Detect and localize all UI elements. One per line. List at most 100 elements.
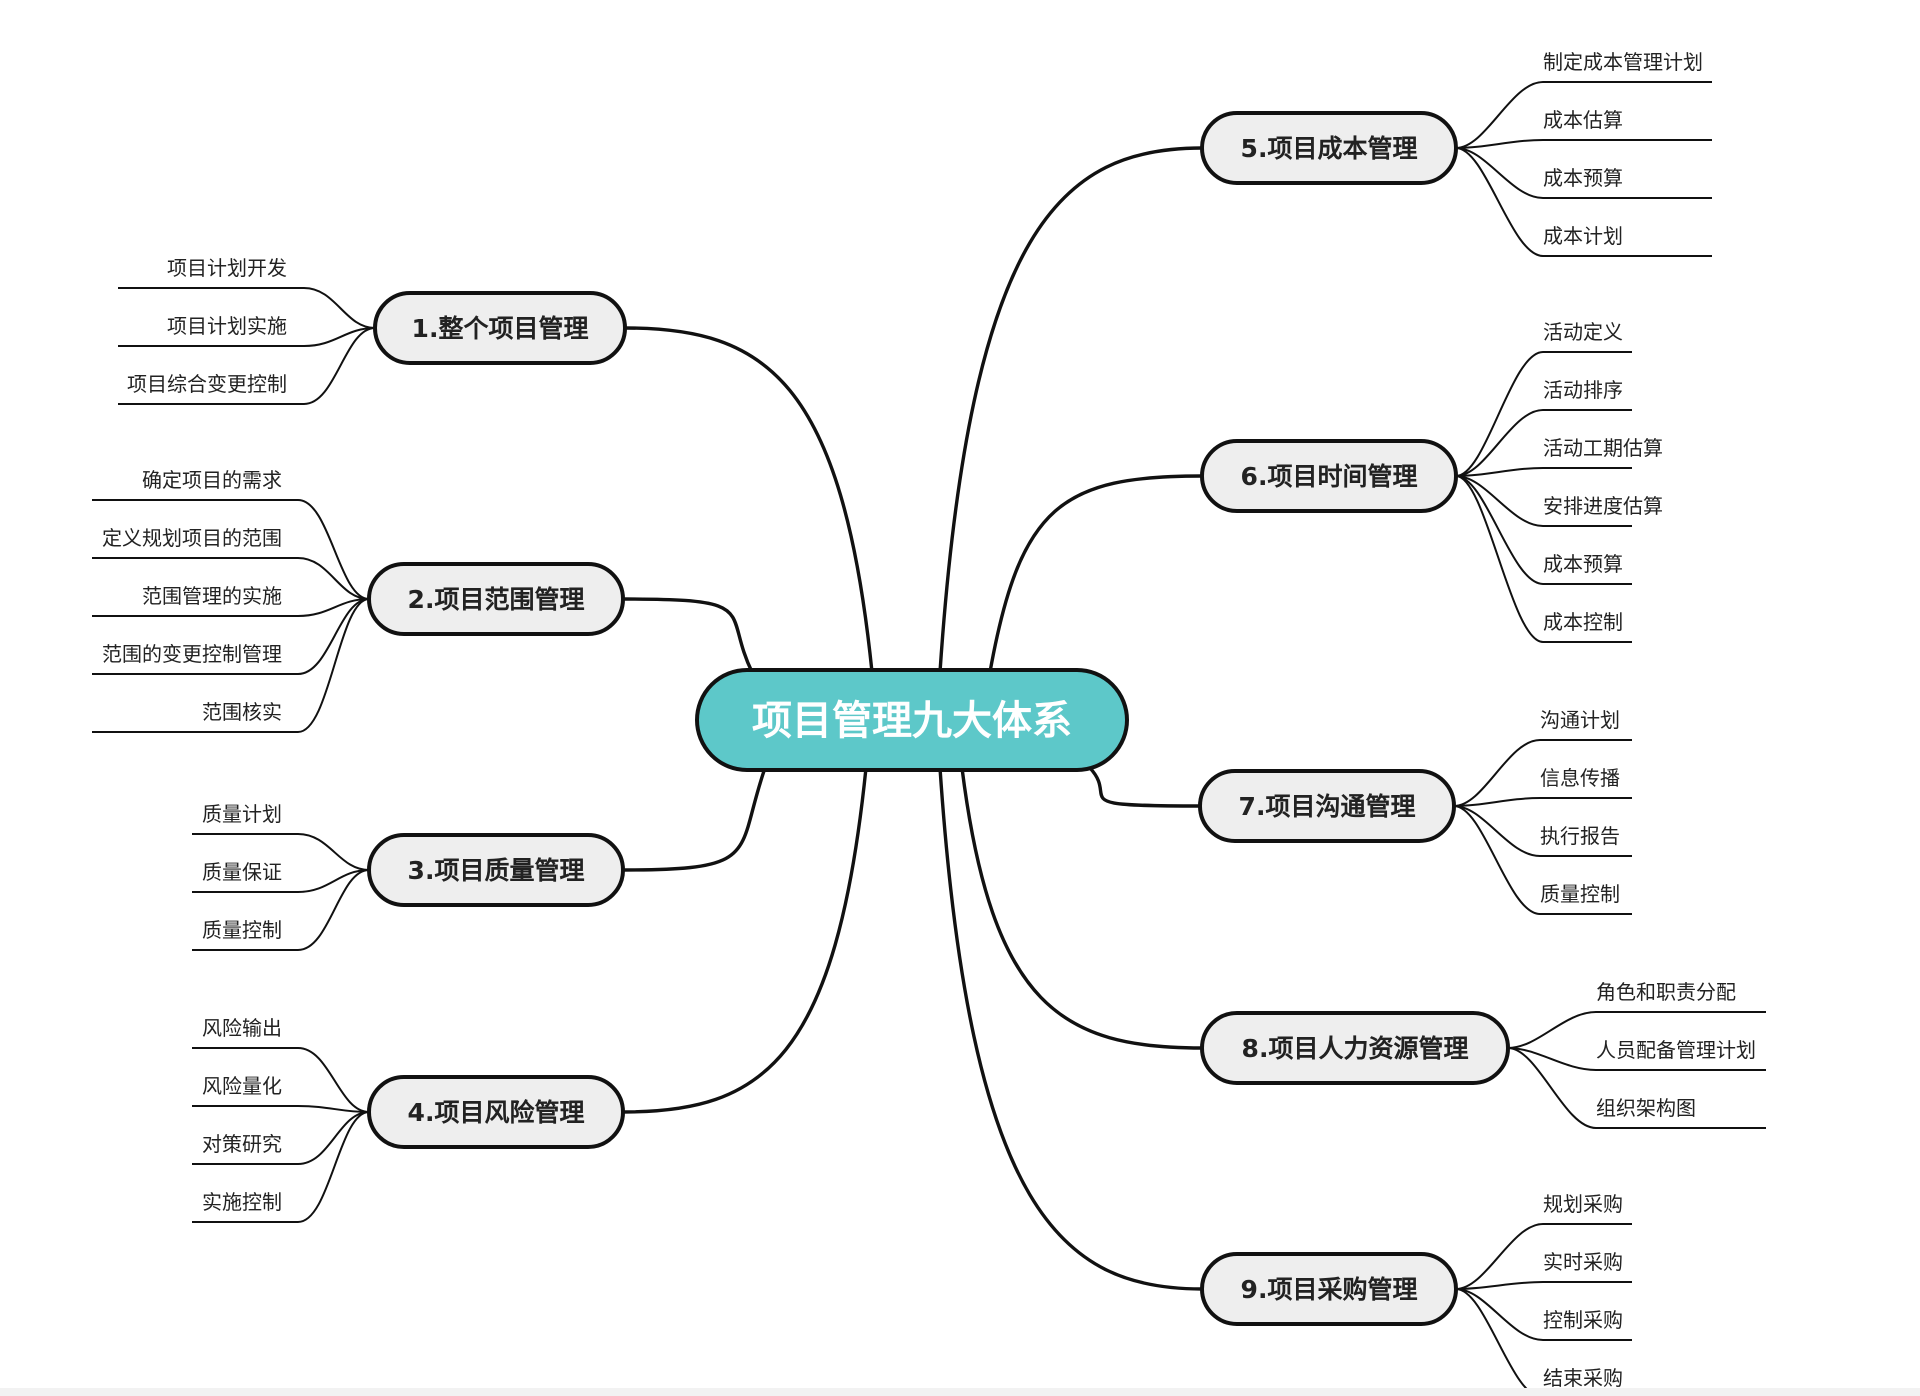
branch-2-topic[interactable]: 2.项目范围管理 bbox=[367, 562, 625, 636]
subtopic-item[interactable]: 角色和职责分配 bbox=[1596, 980, 1766, 1013]
subtopic-item[interactable]: 范围管理的实施 bbox=[92, 584, 298, 617]
subtopic-item[interactable]: 确定项目的需求 bbox=[92, 468, 298, 501]
subtopic-connector bbox=[1453, 797, 1541, 807]
subtopic-connector bbox=[1455, 475, 1544, 643]
subtopic-connector bbox=[297, 1047, 370, 1113]
subtopic-item[interactable]: 制定成本管理计划 bbox=[1543, 50, 1712, 83]
subtopic-label: 项目计划实施 bbox=[167, 314, 287, 338]
subtopic-label: 范围核实 bbox=[202, 700, 282, 724]
subtopic-item[interactable]: 执行报告 bbox=[1540, 824, 1632, 857]
branch-2-label: 2.项目范围管理 bbox=[408, 585, 585, 614]
subtopic-item[interactable]: 实时采购 bbox=[1543, 1250, 1632, 1283]
branch-8-connector bbox=[960, 766, 1204, 1050]
subtopic-item[interactable]: 组织架构图 bbox=[1596, 1096, 1766, 1129]
subtopic-connector bbox=[1455, 351, 1544, 477]
subtopic-label: 风险量化 bbox=[202, 1074, 282, 1098]
branch-5-box bbox=[1200, 111, 1458, 185]
subtopic-connector bbox=[1455, 147, 1544, 199]
subtopic-label: 信息传播 bbox=[1540, 766, 1620, 790]
subtopic-item[interactable]: 质量计划 bbox=[192, 802, 298, 835]
subtopic-item[interactable]: 成本估算 bbox=[1543, 108, 1712, 141]
subtopic-item[interactable]: 范围核实 bbox=[92, 700, 298, 733]
subtopic-connector bbox=[1455, 1223, 1544, 1290]
subtopic-item[interactable]: 成本预算 bbox=[1543, 166, 1712, 199]
subtopic-label: 制定成本管理计划 bbox=[1543, 50, 1703, 74]
subtopic-item[interactable]: 活动工期估算 bbox=[1543, 436, 1663, 469]
subtopic-item[interactable]: 成本预算 bbox=[1543, 552, 1632, 585]
subtopic-item[interactable]: 人员配备管理计划 bbox=[1596, 1038, 1766, 1071]
subtopic-item[interactable]: 风险量化 bbox=[192, 1074, 298, 1107]
branch-5-topic[interactable]: 5.项目成本管理 bbox=[1200, 111, 1458, 185]
subtopic-label: 项目综合变更控制 bbox=[127, 372, 287, 396]
subtopic-item[interactable]: 项目综合变更控制 bbox=[118, 372, 304, 405]
subtopic-item[interactable]: 信息传播 bbox=[1540, 766, 1632, 799]
subtopic-item[interactable]: 项目计划开发 bbox=[118, 256, 304, 289]
branch-2-box bbox=[367, 562, 625, 636]
branch-1-topic[interactable]: 1.整个项目管理 bbox=[373, 291, 627, 365]
branch-7-label: 7.项目沟通管理 bbox=[1239, 792, 1416, 821]
subtopic-label: 活动工期估算 bbox=[1543, 436, 1663, 460]
subtopic-connector bbox=[297, 557, 370, 600]
central-topic[interactable]: 项目管理九大体系 bbox=[695, 668, 1129, 772]
subtopic-label: 范围的变更控制管理 bbox=[102, 642, 282, 666]
branch-7-topic[interactable]: 7.项目沟通管理 bbox=[1198, 769, 1456, 843]
subtopic-list: 项目计划开发项目计划实施项目综合变更控制确定项目的需求定义规划项目的范围范围管理… bbox=[92, 50, 1766, 1396]
subtopic-connector bbox=[1453, 805, 1541, 915]
subtopic-connector bbox=[297, 1111, 370, 1223]
branch-6-topic[interactable]: 6.项目时间管理 bbox=[1200, 439, 1458, 513]
branch-7-box bbox=[1198, 769, 1456, 843]
subtopic-item[interactable]: 沟通计划 bbox=[1540, 708, 1632, 741]
subtopic-item[interactable]: 成本控制 bbox=[1543, 610, 1632, 643]
subtopic-item[interactable]: 风险输出 bbox=[192, 1016, 298, 1049]
branch-2-connector bbox=[621, 597, 754, 674]
subtopic-item[interactable]: 质量控制 bbox=[1540, 882, 1632, 915]
subtopic-connector bbox=[303, 287, 376, 329]
branch-5-connector bbox=[938, 146, 1204, 674]
subtopic-label: 实施控制 bbox=[202, 1190, 282, 1214]
subtopic-connector bbox=[297, 869, 370, 951]
subtopic-item[interactable]: 成本计划 bbox=[1543, 224, 1712, 257]
branch-9-topic[interactable]: 9.项目采购管理 bbox=[1200, 1252, 1458, 1326]
subtopic-label: 沟通计划 bbox=[1540, 708, 1620, 732]
subtopic-label: 成本预算 bbox=[1543, 552, 1623, 576]
branch-7-connector bbox=[1088, 766, 1202, 808]
branch-6-label: 6.项目时间管理 bbox=[1241, 462, 1418, 491]
subtopic-connector bbox=[1455, 467, 1544, 477]
branch-8-box bbox=[1200, 1011, 1510, 1085]
subtopic-item[interactable]: 规划采购 bbox=[1543, 1192, 1632, 1225]
subtopic-label: 实时采购 bbox=[1543, 1250, 1623, 1274]
branch-topics: 1.整个项目管理 2.项目范围管理 3.项目质量管理 4.项目风险管理 5.项目成本管理… bbox=[367, 111, 1510, 1326]
subtopic-item[interactable]: 活动排序 bbox=[1543, 378, 1632, 411]
subtopic-item[interactable]: 控制采购 bbox=[1543, 1308, 1632, 1341]
subtopic-item[interactable]: 安排进度估算 bbox=[1543, 494, 1663, 527]
branch-6-box bbox=[1200, 439, 1458, 513]
subtopic-item[interactable]: 质量保证 bbox=[192, 860, 298, 893]
subtopic-item[interactable]: 活动定义 bbox=[1543, 320, 1632, 353]
subtopic-connector bbox=[1455, 1288, 1539, 1396]
subtopic-connector bbox=[1455, 475, 1544, 585]
branch-8-topic[interactable]: 8.项目人力资源管理 bbox=[1200, 1011, 1510, 1085]
branch-3-topic[interactable]: 3.项目质量管理 bbox=[367, 833, 625, 907]
branch-4-box bbox=[367, 1075, 625, 1149]
subtopic-label: 人员配备管理计划 bbox=[1596, 1038, 1756, 1062]
subtopic-item[interactable]: 项目计划实施 bbox=[118, 314, 304, 347]
subtopic-label: 质量保证 bbox=[202, 860, 282, 884]
subtopic-item[interactable]: 对策研究 bbox=[192, 1132, 298, 1165]
subtopic-label: 成本计划 bbox=[1543, 224, 1623, 248]
subtopic-label: 质量控制 bbox=[202, 918, 282, 942]
subtopic-label: 定义规划项目的范围 bbox=[102, 526, 282, 550]
subtopic-item[interactable]: 实施控制 bbox=[192, 1190, 298, 1223]
subtopic-label: 活动排序 bbox=[1543, 378, 1623, 402]
subtopic-item[interactable]: 定义规划项目的范围 bbox=[92, 526, 298, 559]
subtopic-label: 组织架构图 bbox=[1596, 1096, 1696, 1120]
subtopic-connector bbox=[297, 598, 370, 733]
branch-4-topic[interactable]: 4.项目风险管理 bbox=[367, 1075, 625, 1149]
subtopic-item[interactable]: 结束采购 bbox=[1543, 1366, 1632, 1396]
subtopic-item[interactable]: 范围的变更控制管理 bbox=[92, 642, 298, 675]
subtopic-item[interactable]: 质量控制 bbox=[192, 918, 298, 951]
